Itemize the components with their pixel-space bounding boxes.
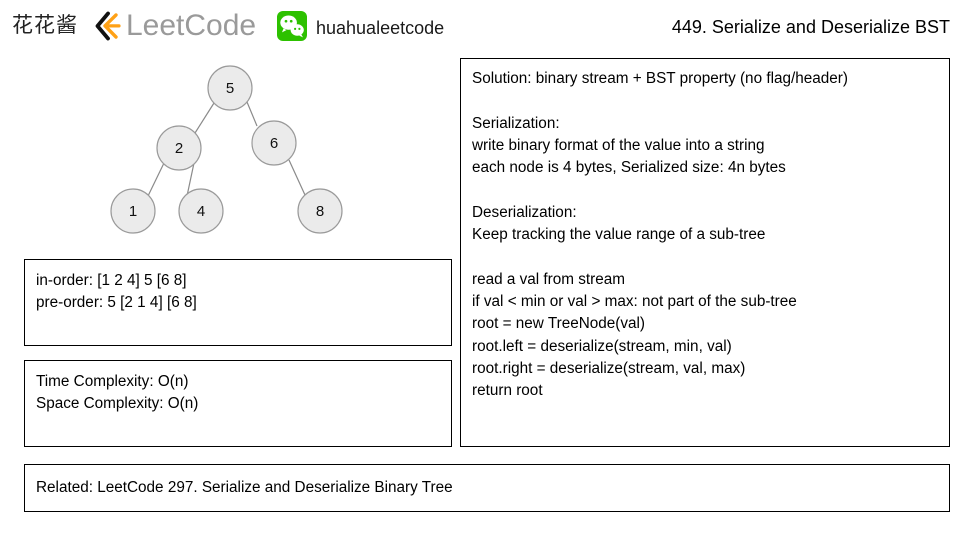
wechat-handle: huahualeetcode [316, 18, 445, 38]
tree-node-8: 8 [297, 188, 343, 234]
wechat-icon [277, 11, 307, 41]
brand-name-cn: 花花酱 [12, 14, 78, 37]
tree-node-2: 2 [156, 125, 202, 171]
tree-node-label: 4 [197, 203, 205, 220]
complexity-text: Time Complexity: O(n) Space Complexity: … [36, 373, 199, 413]
traversal-text: in-order: [1 2 4] 5 [6 8] pre-order: 5 [… [36, 272, 197, 312]
tree-edge-5-6 [246, 101, 258, 127]
tree-node-4: 4 [178, 188, 224, 234]
traversal-panel: in-order: [1 2 4] 5 [6 8] pre-order: 5 [… [24, 259, 452, 346]
page-title: 449. Serialize and Deserialize BST [671, 17, 950, 37]
leetcode-logo-icon [92, 11, 126, 41]
tree-node-label: 8 [316, 203, 324, 220]
related-panel: Related: LeetCode 297. Serialize and Des… [24, 464, 950, 512]
tree-node-label: 2 [175, 140, 183, 157]
tree-edge-5-2 [194, 102, 215, 134]
tree-node-label: 1 [129, 203, 137, 220]
tree-node-label: 6 [270, 135, 278, 152]
binary-search-tree-diagram: 5 2 6 1 4 8 [96, 56, 376, 246]
tree-edge-2-4 [186, 162, 195, 197]
tree-node-1: 1 [110, 188, 156, 234]
tree-node-6: 6 [251, 120, 297, 166]
solution-text: Solution: binary stream + BST property (… [472, 70, 848, 400]
leetcode-wordmark: LeetCode [126, 9, 257, 42]
related-text: Related: LeetCode 297. Serialize and Des… [36, 479, 453, 496]
solution-panel: Solution: binary stream + BST property (… [460, 58, 950, 447]
tree-edges [147, 101, 306, 197]
tree-edge-6-8 [288, 159, 306, 196]
tree-node-label: 5 [226, 80, 234, 97]
complexity-panel: Time Complexity: O(n) Space Complexity: … [24, 360, 452, 447]
tree-edge-2-1 [147, 162, 165, 197]
page-header: 花花酱 LeetCode huahualeetcode 449. Seriali… [0, 0, 960, 52]
tree-nodes: 5 2 6 1 4 8 [110, 65, 343, 234]
tree-node-5: 5 [207, 65, 253, 111]
